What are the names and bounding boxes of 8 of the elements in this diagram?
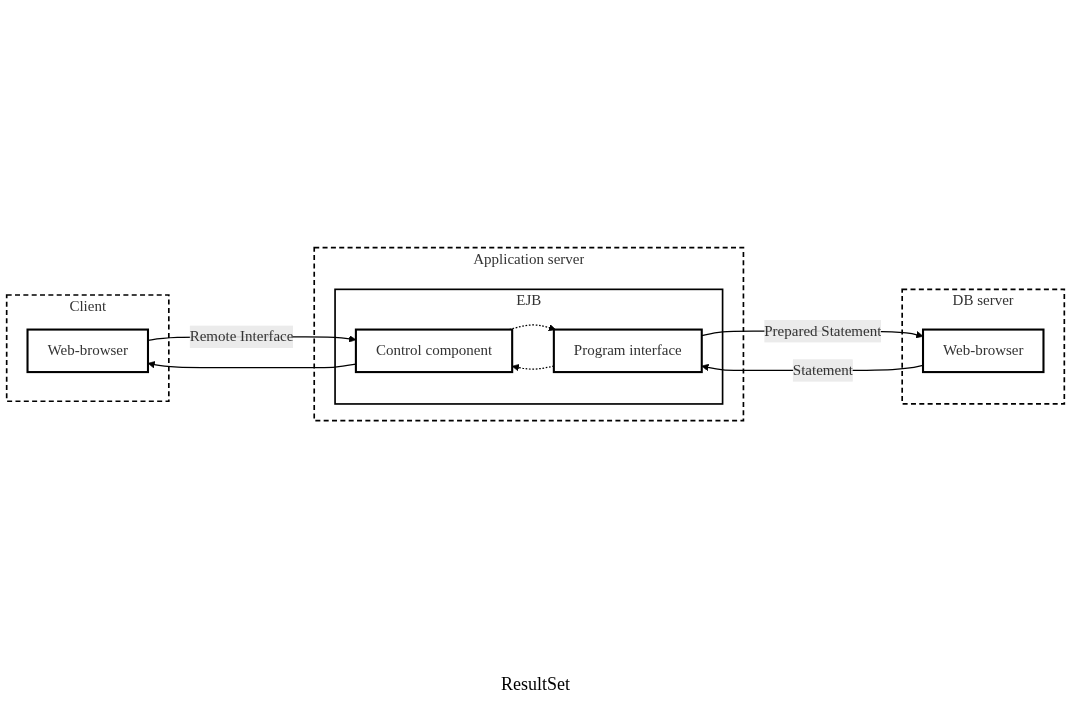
node-box: Web-browser <box>26 328 149 373</box>
edge-label: Statement <box>792 361 853 379</box>
edge-label: Remote Interface <box>189 327 294 345</box>
edge-label: Prepared Statement <box>764 322 882 339</box>
node-box: Program interface <box>552 328 703 373</box>
node-box: Control component <box>354 328 514 373</box>
note-text: ResultSet <box>501 674 570 694</box>
node-box: Web-browser <box>922 328 1045 373</box>
